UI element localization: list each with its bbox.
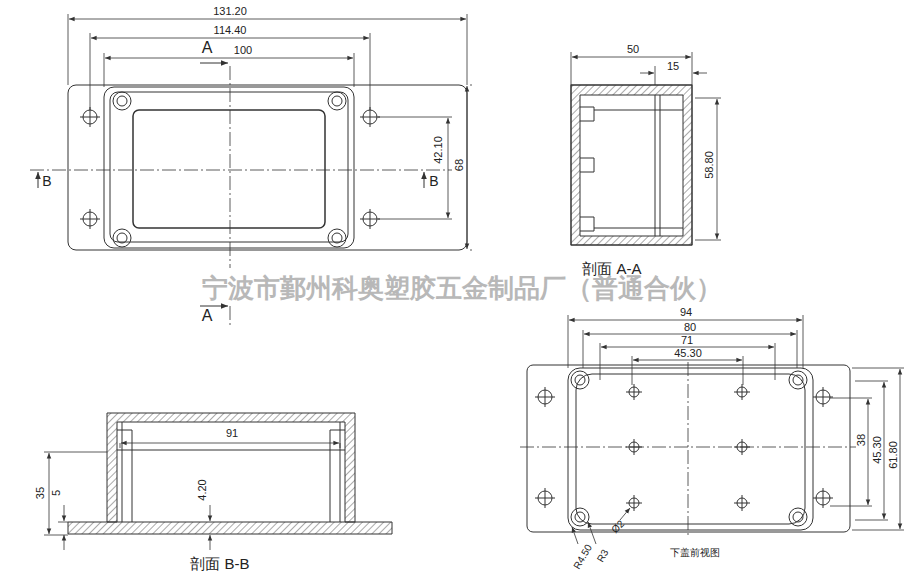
watermark: 宁波市鄞州科奥塑胶五金制品厂（普通合伙） — [202, 275, 722, 301]
dimension: 61.80 — [888, 441, 899, 469]
dimension: 38 — [856, 434, 867, 446]
section-mark: A — [202, 308, 213, 324]
view-title: 下盖前视图 — [670, 548, 720, 558]
dimension: 114.40 — [214, 25, 247, 36]
dimension: 42.10 — [433, 136, 444, 164]
view-title: 剖面 A-A — [582, 261, 641, 276]
view-title: 剖面 B-B — [190, 556, 249, 571]
dimension: 35 — [35, 487, 46, 499]
dimension: 94 — [680, 307, 692, 318]
radius-note: R3 — [595, 548, 610, 564]
section-mark: A — [202, 40, 213, 56]
dimension: 80 — [684, 322, 696, 333]
dimension: 58.80 — [704, 151, 715, 179]
section-mark: B — [42, 174, 51, 188]
dimension: 4.20 — [197, 479, 208, 500]
section-mark: B — [429, 174, 438, 188]
hole-note: Ø2 — [610, 519, 627, 536]
radius-note: R4.50 — [572, 543, 594, 571]
dimension: 131.20 — [213, 6, 247, 17]
dimension: 91 — [226, 428, 238, 439]
dimension: 45.30 — [872, 436, 883, 464]
dimension: 50 — [627, 44, 639, 55]
dimension: 15 — [667, 61, 679, 72]
dimension: 68 — [454, 159, 465, 171]
dimension: 71 — [681, 335, 693, 346]
dimension: 45.30 — [674, 348, 702, 359]
dimension: 5 — [51, 490, 62, 496]
dimension: 100 — [234, 45, 252, 56]
